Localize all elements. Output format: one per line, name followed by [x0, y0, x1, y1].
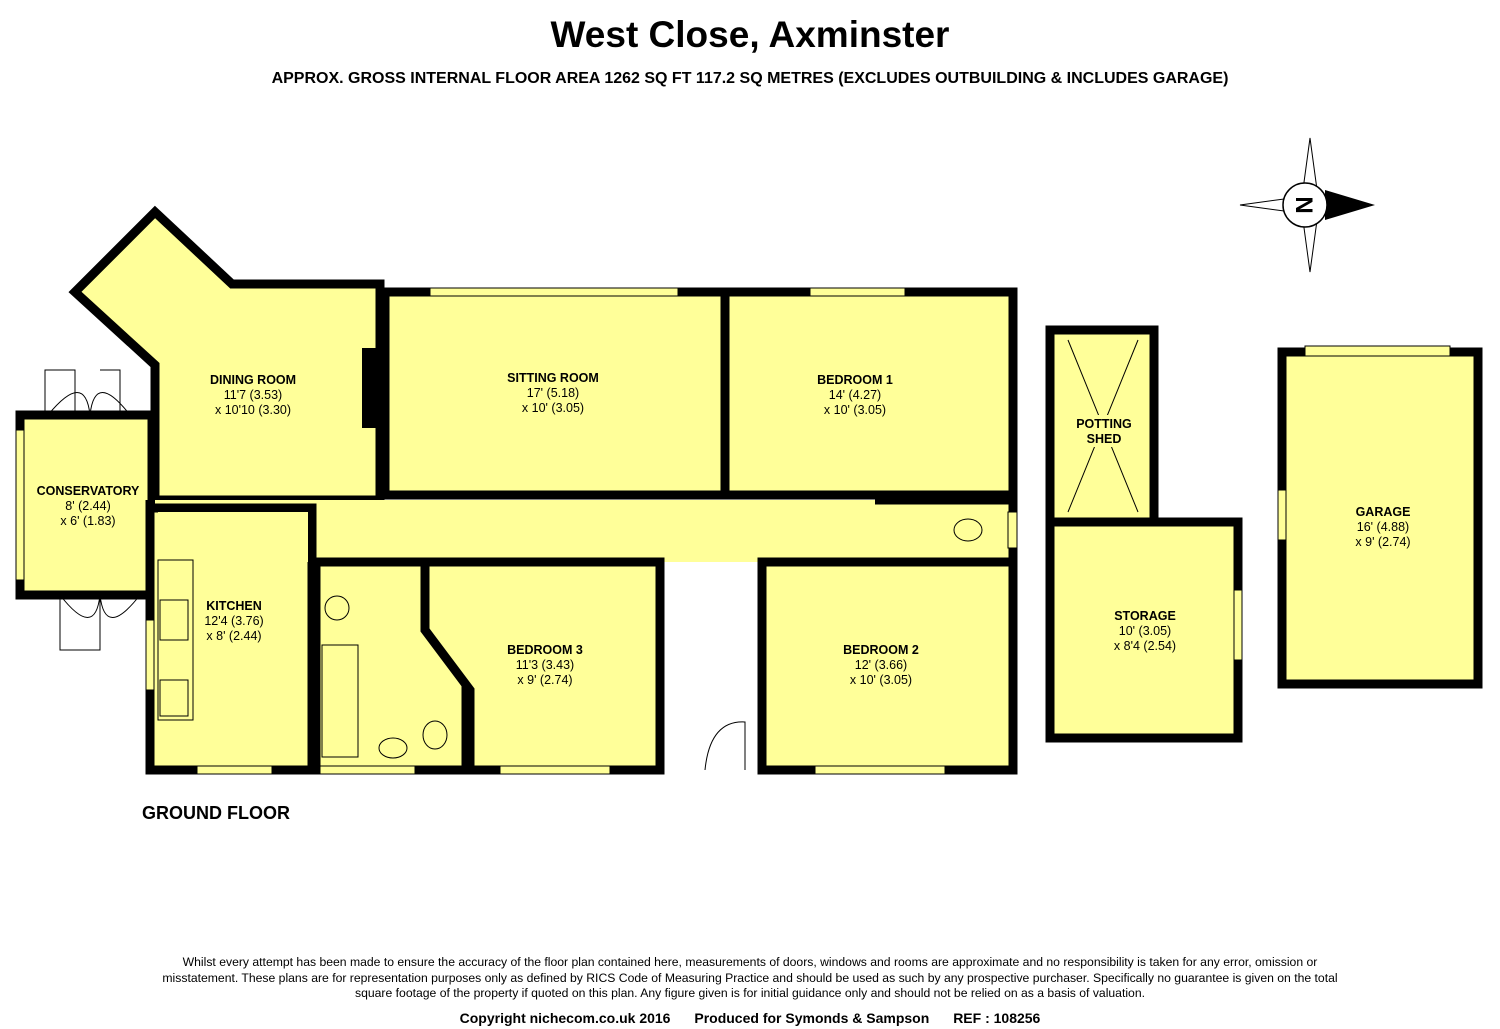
label-dining-room: DINING ROOM 11'7 (3.53) x 10'10 (3.30) [210, 373, 296, 417]
label-sitting-room: SITTING ROOM 17' (5.18) x 10' (3.05) [507, 371, 599, 415]
svg-text:x 6' (1.83): x 6' (1.83) [60, 514, 115, 528]
svg-text:POTTING: POTTING [1076, 417, 1132, 431]
label-storage: STORAGE 10' (3.05) x 8'4 (2.54) [1114, 609, 1176, 653]
svg-text:x 10' (3.05): x 10' (3.05) [522, 401, 584, 415]
floor-label: GROUND FLOOR [142, 803, 290, 823]
svg-text:11'3 (3.43): 11'3 (3.43) [516, 658, 574, 672]
kitchen-fittings [157, 559, 194, 721]
windows [145, 287, 1018, 775]
svg-text:STORAGE: STORAGE [1114, 609, 1176, 623]
svg-text:x 10'10 (3.30): x 10'10 (3.30) [215, 403, 291, 417]
svg-text:x 8'4 (2.54): x 8'4 (2.54) [1114, 639, 1176, 653]
label-kitchen: KITCHEN 12'4 (3.76) x 8' (2.44) [204, 599, 263, 643]
plan-title: West Close, Axminster [550, 14, 950, 55]
label-conservatory: CONSERVATORY 8' (2.44) x 6' (1.83) [37, 484, 140, 528]
svg-text:14' (4.27): 14' (4.27) [829, 388, 881, 402]
room-bedroom-2 [757, 557, 1018, 775]
svg-text:x 9' (2.74): x 9' (2.74) [517, 673, 572, 687]
svg-text:10' (3.05): 10' (3.05) [1119, 624, 1171, 638]
label-potting-shed: POTTING SHED [1072, 415, 1136, 447]
front-door [704, 721, 746, 771]
copyright-line: Copyright nichecom.co.uk 2016 Produced f… [0, 1010, 1500, 1026]
svg-text:x 10' (3.05): x 10' (3.05) [824, 403, 886, 417]
outbuilding-storage [1045, 517, 1243, 743]
svg-text:12' (3.66): 12' (3.66) [855, 658, 907, 672]
label-bedroom-3: BEDROOM 3 11'3 (3.43) x 9' (2.74) [507, 643, 583, 687]
disclaimer: Whilst every attempt has been made to en… [162, 955, 1338, 1000]
copyright: Copyright nichecom.co.uk 2016 [459, 1010, 671, 1026]
reference: REF : 108256 [953, 1010, 1041, 1026]
svg-text:17' (5.18): 17' (5.18) [527, 386, 579, 400]
svg-text:DINING ROOM: DINING ROOM [210, 373, 296, 387]
label-bedroom-2: BEDROOM 2 12' (3.66) x 10' (3.05) [843, 643, 919, 687]
floor-area-subtitle: APPROX. GROSS INTERNAL FLOOR AREA 1262 S… [271, 70, 1229, 87]
label-garage: GARAGE 16' (4.88) x 9' (2.74) [1355, 505, 1410, 549]
svg-text:16' (4.88): 16' (4.88) [1357, 520, 1409, 534]
svg-text:CONSERVATORY: CONSERVATORY [37, 484, 140, 498]
svg-text:12'4 (3.76): 12'4 (3.76) [204, 614, 263, 628]
svg-text:KITCHEN: KITCHEN [206, 599, 262, 613]
svg-text:BEDROOM 1: BEDROOM 1 [817, 373, 893, 387]
room-conservatory [15, 369, 157, 651]
room-bedroom-1 [720, 287, 1018, 500]
svg-text:BEDROOM 2: BEDROOM 2 [843, 643, 919, 657]
svg-text:SHED: SHED [1087, 432, 1122, 446]
svg-text:SITTING ROOM: SITTING ROOM [507, 371, 599, 385]
room-bedroom-3 [420, 557, 665, 775]
svg-text:x 9' (2.74): x 9' (2.74) [1355, 535, 1410, 549]
compass-letter: N [1290, 196, 1317, 213]
compass-icon: N [1239, 137, 1375, 273]
produced-for: Produced for Symonds & Sampson [694, 1010, 930, 1026]
bathroom-fittings [321, 595, 448, 759]
label-bedroom-1: BEDROOM 1 14' (4.27) x 10' (3.05) [817, 373, 893, 417]
svg-text:BEDROOM 3: BEDROOM 3 [507, 643, 583, 657]
room-sitting [380, 287, 730, 500]
toilet [953, 518, 983, 542]
svg-text:x 10' (3.05): x 10' (3.05) [850, 673, 912, 687]
svg-text:GARAGE: GARAGE [1356, 505, 1411, 519]
svg-text:11'7 (3.53): 11'7 (3.53) [224, 388, 282, 402]
garage [1277, 347, 1483, 689]
svg-text:8' (2.44): 8' (2.44) [65, 499, 110, 513]
svg-text:x 8' (2.44): x 8' (2.44) [206, 629, 261, 643]
